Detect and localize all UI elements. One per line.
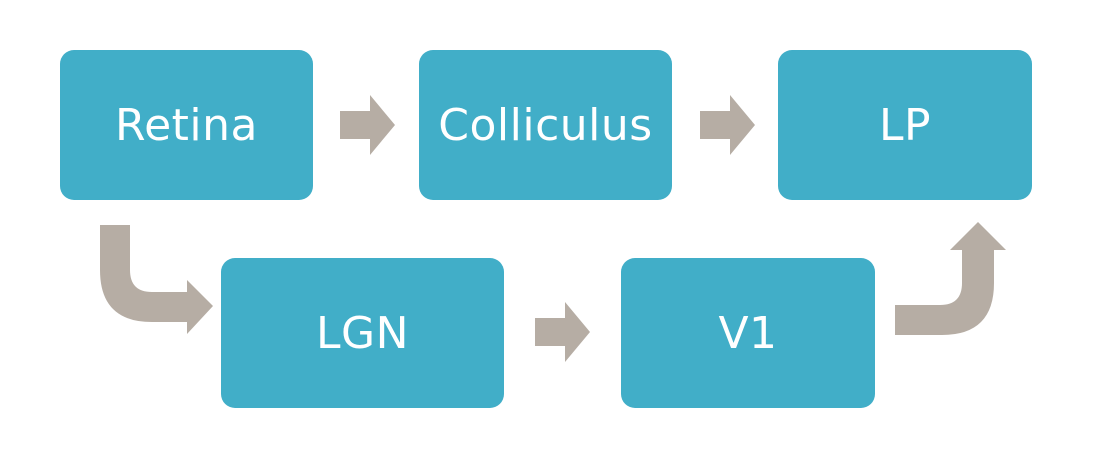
arrow-lgn-v1: [535, 302, 590, 362]
node-retina: Retina: [60, 50, 313, 200]
arrow-retina-colliculus: [340, 95, 395, 155]
node-v1: V1: [621, 258, 875, 408]
node-retina-label: Retina: [115, 99, 258, 151]
node-lp-label: LP: [878, 99, 932, 151]
node-lgn-label: LGN: [315, 307, 410, 359]
node-colliculus-label: Colliculus: [438, 99, 653, 151]
arrow-v1-lp: [895, 222, 1006, 335]
node-lgn: LGN: [221, 258, 504, 408]
node-colliculus: Colliculus: [419, 50, 672, 200]
node-v1-label: V1: [718, 307, 778, 359]
node-lp: LP: [778, 50, 1032, 200]
arrow-colliculus-lp: [700, 95, 755, 155]
arrow-retina-lgn: [100, 225, 213, 334]
